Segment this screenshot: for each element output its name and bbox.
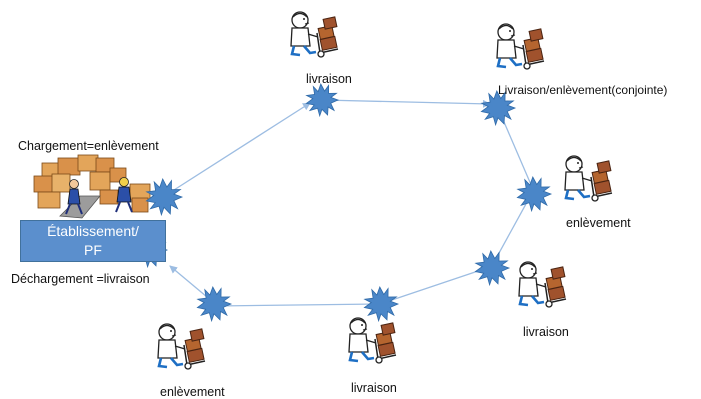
route-stop4-to-stop5: [382, 266, 491, 304]
burst-icon-depot-top: [145, 178, 184, 217]
burst-icon-stop5: [363, 286, 400, 323]
courier-icon-conjointe: [495, 22, 546, 71]
stop-label-3: enlèvement: [566, 216, 631, 230]
route-depot-to-stop1: [162, 102, 311, 198]
stop-label-5: livraison: [351, 381, 397, 395]
depot-box: [20, 220, 166, 262]
stop-label-1: livraison: [306, 72, 352, 86]
burst-icon-stop4: [474, 250, 511, 287]
courier-icon-enlevement-bottom: [156, 322, 207, 371]
burst-icon-stop3: [516, 176, 553, 213]
depot-name: Établissement/ PF: [20, 222, 166, 260]
burst-icon-stop1: [305, 83, 340, 118]
stop-label-6: enlèvement: [160, 385, 225, 399]
courier-icon-livraison-bottom: [347, 316, 398, 365]
depot-name-line1: Établissement/: [47, 223, 139, 239]
courier-icon-livraison-top: [289, 10, 340, 59]
warehouse-workers-with-boxes-icon: [33, 154, 151, 219]
depot-name-line2: PF: [84, 242, 102, 258]
stop-label-4: livraison: [523, 325, 569, 339]
route-stop5-to-stop6: [214, 303, 380, 307]
courier-icon-enlevement-right: [563, 154, 614, 203]
courier-icon-livraison-right: [517, 260, 568, 309]
depot-unloading-label: Déchargement =livraison: [11, 272, 150, 286]
route-stop1-to-stop2: [321, 99, 491, 108]
burst-icon-stop6: [196, 286, 233, 323]
depot-loading-label: Chargement=enlèvement: [18, 139, 159, 153]
burst-icon-stop2: [480, 90, 517, 127]
stop-label-2: Livraison/enlèvement(conjointe): [498, 83, 668, 97]
route-nodes: [132, 83, 553, 323]
route-lines: [162, 99, 533, 307]
